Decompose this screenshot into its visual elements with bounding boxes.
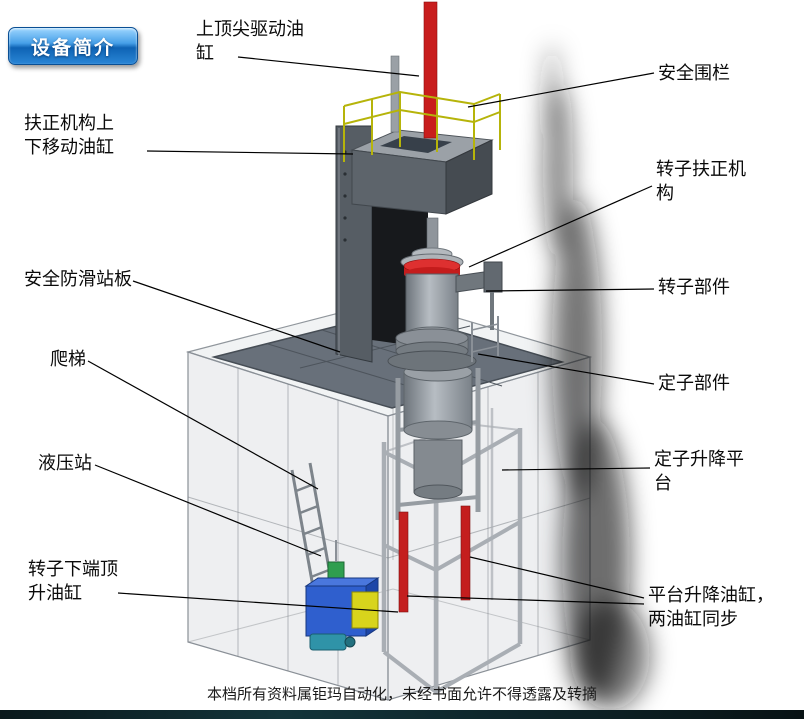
- label-platform-lifting-cylinders: 平台升降油缸， 两油缸同步: [648, 585, 774, 630]
- lift-frame-drawing: [381, 408, 523, 695]
- label-stator-lifting-platform: 定子升降平 台: [654, 449, 744, 494]
- label-ladder: 爬梯: [50, 349, 86, 370]
- label-safety-fence: 安全围栏: [658, 63, 730, 84]
- hydraulic-station-drawing: [304, 540, 380, 651]
- stator-drawing: [395, 362, 481, 520]
- confidentiality-note: 本档所有资料属钜玛自动化，未经书面允许不得透露及转摘: [206, 685, 597, 703]
- label-rotor-component: 转子部件: [658, 277, 730, 298]
- red-lift-cylinders: [398, 505, 471, 613]
- label-centering-mechanism-cylinder: 扶正机构上 下移动油缸: [24, 113, 114, 158]
- safety-railing-drawing: [343, 90, 501, 162]
- rotor-drawing: [387, 217, 503, 372]
- label-rotor-bottom-jacking-cylinder: 转子下端顶 升油缸: [28, 559, 118, 604]
- label-top-spindle-drive-cylinder: 上顶尖驱动油 缸: [196, 19, 304, 64]
- title-badge: 设备简介: [8, 27, 138, 65]
- label-hydraulic-station: 液压站: [38, 453, 92, 474]
- label-anti-slip-platform: 安全防滑站板: [24, 269, 132, 290]
- shadow-smudge: [543, 45, 650, 710]
- label-stator-component: 定子部件: [658, 373, 730, 394]
- leader-lines: [87, 56, 655, 613]
- label-rotor-centering-mechanism: 转子扶正机 构: [656, 159, 746, 204]
- bottom-bar: [0, 710, 804, 719]
